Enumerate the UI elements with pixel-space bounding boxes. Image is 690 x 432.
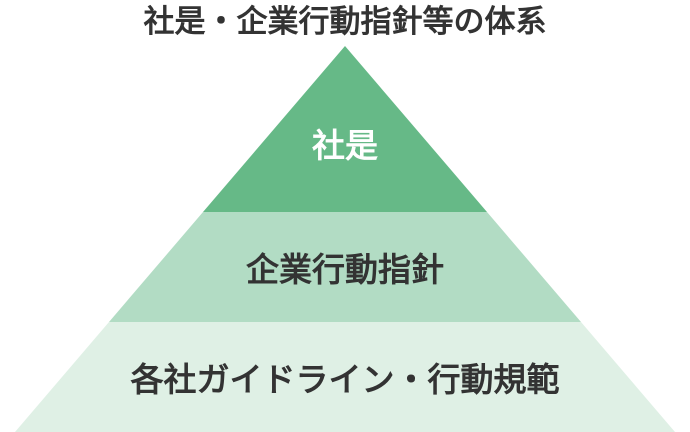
pyramid-label-top: 社是 <box>312 126 378 165</box>
pyramid-label-bottom: 各社ガイドライン・行動規範 <box>130 360 560 399</box>
pyramid-level-middle <box>109 212 581 322</box>
pyramid-level-bottom <box>15 322 675 432</box>
pyramid-label-middle: 企業行動指針 <box>246 250 444 289</box>
diagram-title: 社是・企業行動指針等の体系 <box>143 4 547 40</box>
pyramid-level-top <box>203 46 487 212</box>
